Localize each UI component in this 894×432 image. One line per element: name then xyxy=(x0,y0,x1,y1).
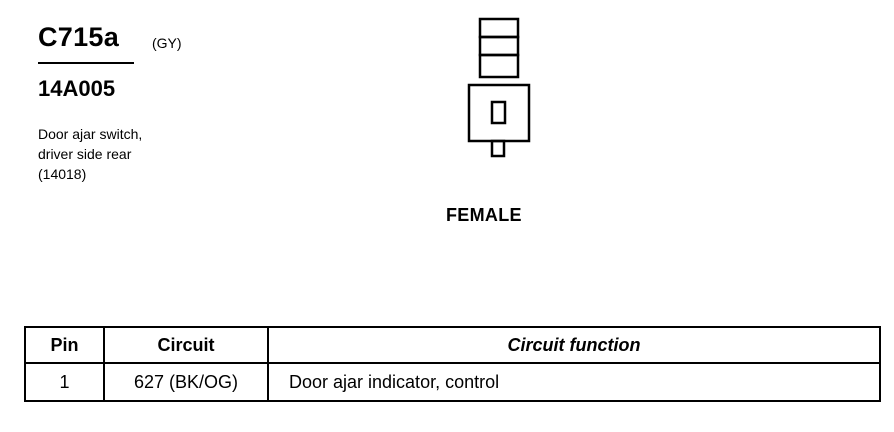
table-row: 1 627 (BK/OG) Door ajar indicator, contr… xyxy=(24,362,881,402)
pin-number-cell: 1 xyxy=(24,362,105,402)
table-header-row: Pin Circuit Circuit function xyxy=(24,326,881,364)
connector-latch xyxy=(490,139,506,158)
connector-face-diagram xyxy=(467,17,531,158)
description-line: driver side rear xyxy=(38,146,132,162)
connector-tab-segment xyxy=(478,17,520,39)
circuit-function-cell: Door ajar indicator, control xyxy=(267,362,881,402)
title-divider xyxy=(38,62,134,64)
connector-gender-label: FEMALE xyxy=(446,205,522,225)
part-number: 14A005 xyxy=(38,76,116,101)
connector-tab-segment xyxy=(478,53,520,79)
pin-column-header: Pin xyxy=(24,326,105,364)
connector-color-code: (GY) xyxy=(152,35,182,51)
circuit-cell: 627 (BK/OG) xyxy=(103,362,269,402)
terminal-cavity xyxy=(490,100,507,125)
function-column-header: Circuit function xyxy=(267,326,881,364)
connector-body xyxy=(467,83,531,143)
connector-tab-segment xyxy=(478,35,520,57)
description-line: (14018) xyxy=(38,166,87,182)
pin-table: Pin Circuit Circuit function 1 627 (BK/O… xyxy=(24,326,881,402)
circuit-column-header: Circuit xyxy=(103,326,269,364)
connector-id: C715a xyxy=(38,22,120,52)
description-line: Door ajar switch, xyxy=(38,126,143,142)
connector-description: Door ajar switch, driver side rear (1401… xyxy=(38,124,142,184)
